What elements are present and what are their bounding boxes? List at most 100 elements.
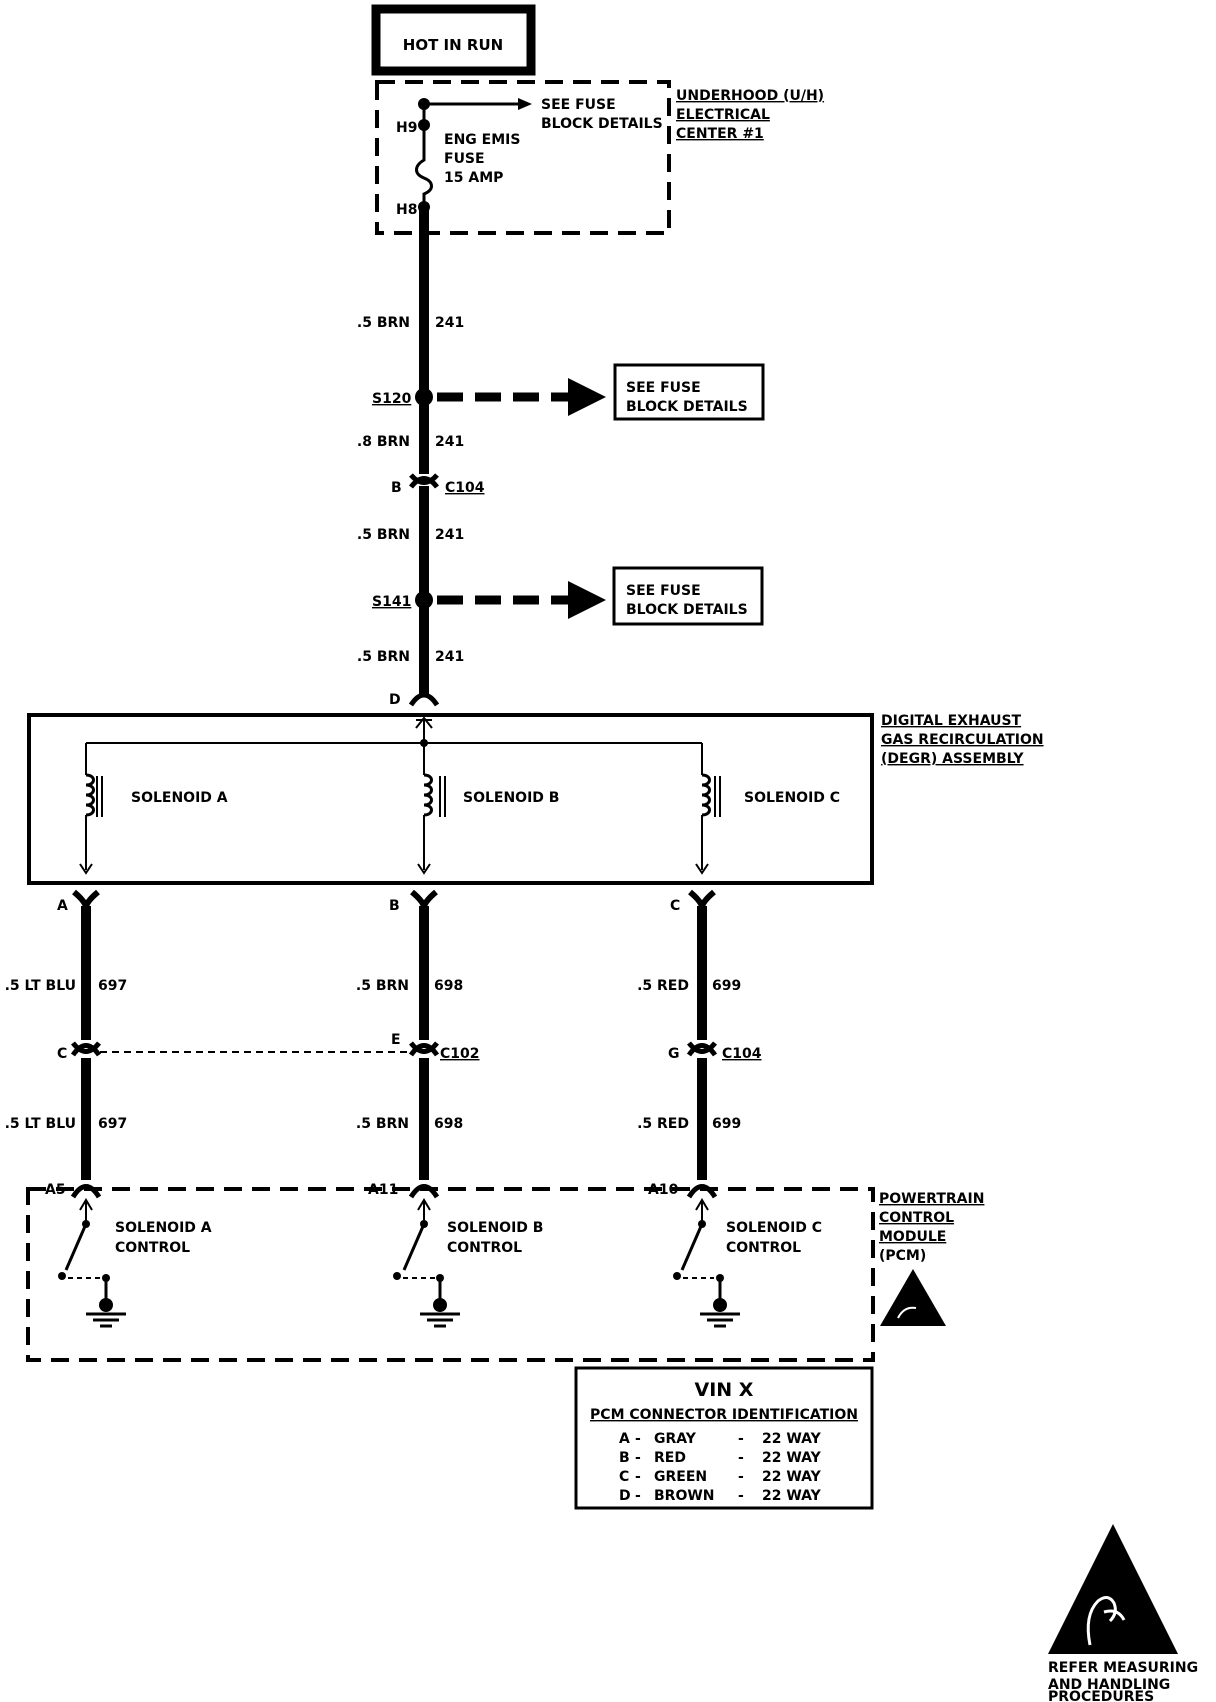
vin-row-a-letter: A	[619, 1431, 630, 1447]
solenoid-b-control-2: CONTROL	[447, 1240, 522, 1256]
wire4-gauge: .5 BRN	[357, 649, 410, 665]
svg-text:-: -	[738, 1488, 744, 1504]
pin-h8-label: H8	[396, 202, 417, 218]
connector-c104-main: B C104	[391, 473, 485, 496]
branch-c-upper-circuit: 699	[712, 978, 741, 994]
svg-text:-: -	[635, 1450, 641, 1466]
uh-center-name-2: ELECTRICAL	[676, 107, 770, 123]
pcm-module: POWERTRAIN CONTROL MODULE (PCM) SOLENOID…	[26, 1187, 984, 1362]
degr-assembly: DIGITAL EXHAUST GAS RECIRCULATION (DEGR)…	[27, 713, 1044, 885]
branch-c-conn-name: C104	[722, 1046, 762, 1062]
svg-text:-: -	[738, 1469, 744, 1485]
pcm-name-2: CONTROL	[879, 1210, 954, 1226]
uh-fuse-ref-1: SEE FUSE	[541, 97, 616, 113]
vin-row-b-color: RED	[654, 1450, 686, 1466]
esd-notice-1: REFER MEASURING	[1048, 1660, 1198, 1676]
splice-s120-label: S120	[372, 391, 412, 407]
uh-fuse-ref-2: BLOCK DETAILS	[541, 116, 663, 132]
pcm-name-1: POWERTRAIN	[879, 1191, 984, 1207]
solenoid-a-control-switch: SOLENOID A CONTROL	[58, 1198, 212, 1328]
branch-c-lower-circuit: 699	[712, 1116, 741, 1132]
branch-connectors	[70, 1041, 718, 1057]
s141-ref-1: SEE FUSE	[626, 583, 701, 599]
svg-text:-: -	[635, 1488, 641, 1504]
splice-s120: S120 SEE FUSE BLOCK DETAILS	[372, 363, 765, 421]
esd-large-icon	[1048, 1524, 1178, 1654]
solenoid-b-control-1: SOLENOID B	[447, 1220, 543, 1236]
degr-output-connectors: A B C	[57, 889, 716, 914]
vin-row-c-ways: 22 WAY	[762, 1469, 822, 1485]
branch-wires	[81, 906, 707, 1180]
esd-warning-icon	[880, 1269, 946, 1326]
branch-b-lower-circuit: 698	[434, 1116, 463, 1132]
svg-text:-: -	[635, 1431, 641, 1447]
vin-connector-table: VIN X PCM CONNECTOR IDENTIFICATION A - G…	[574, 1366, 874, 1510]
wire1-circuit: 241	[435, 315, 464, 331]
branch-a-upper-circuit: 697	[98, 978, 127, 994]
wire4-circuit: 241	[435, 649, 464, 665]
vin-row-c-color: GREEN	[654, 1469, 707, 1485]
degr-out-pin-c: C	[670, 898, 680, 914]
wire1-gauge: .5 BRN	[357, 315, 410, 331]
branch-b-conn-pin: E	[391, 1032, 401, 1048]
solenoid-a: SOLENOID A	[79, 743, 228, 875]
uh-center-name-3: CENTER #1	[676, 126, 764, 142]
branch-b-upper-gauge: .5 BRN	[356, 978, 409, 994]
esd-notice: REFER MEASURING AND HANDLING PROCEDURES	[1048, 1524, 1198, 1702]
degr-name-3: (DEGR) ASSEMBLY	[881, 751, 1024, 767]
vin-row-a-ways: 22 WAY	[762, 1431, 822, 1447]
wire2-gauge: .8 BRN	[357, 434, 410, 450]
degr-out-pin-a: A	[57, 898, 68, 914]
branch-a-upper-gauge: .5 LT BLU	[5, 978, 76, 994]
vin-subtitle: PCM CONNECTOR IDENTIFICATION	[590, 1407, 858, 1423]
esd-notice-2: AND HANDLING	[1048, 1677, 1170, 1693]
uh-center-name-1: UNDERHOOD (U/H)	[676, 88, 824, 104]
fuse-symbol	[415, 125, 433, 207]
degr-out-pin-b: B	[389, 898, 400, 914]
c104-pin-b: B	[391, 480, 402, 496]
svg-text:-: -	[738, 1450, 744, 1466]
fuse-line-2: FUSE	[444, 151, 485, 167]
vin-row-b-ways: 22 WAY	[762, 1450, 822, 1466]
solenoid-b-label: SOLENOID B	[463, 790, 559, 806]
branch-b-upper-circuit: 698	[434, 978, 463, 994]
branch-b-lower-gauge: .5 BRN	[356, 1116, 409, 1132]
solenoid-b: SOLENOID B	[417, 743, 559, 875]
s120-ref-1: SEE FUSE	[626, 380, 701, 396]
vin-title: VIN X	[695, 1379, 754, 1401]
pcm-pin-a11: A11	[368, 1182, 398, 1198]
vin-row-d-letter: D	[619, 1488, 631, 1504]
branch-c-lower-gauge: .5 RED	[637, 1116, 689, 1132]
solenoid-c: SOLENOID C	[695, 743, 840, 875]
vin-row-d-ways: 22 WAY	[762, 1488, 822, 1504]
splice-s141-label: S141	[372, 594, 411, 610]
pcm-name-3: MODULE	[879, 1229, 946, 1245]
degr-name-1: DIGITAL EXHAUST	[881, 713, 1022, 729]
solenoid-a-label: SOLENOID A	[131, 790, 228, 806]
c104-label: C104	[445, 480, 485, 496]
pcm-pin-a10: A10	[648, 1182, 679, 1198]
vin-row-a-color: GRAY	[654, 1431, 697, 1447]
wire3-circuit: 241	[435, 527, 464, 543]
vin-row-b-letter: B	[619, 1450, 630, 1466]
hot-in-run-box: HOT IN RUN	[371, 4, 536, 76]
branch-a-conn-pin: C	[57, 1046, 67, 1062]
degr-name-2: GAS RECIRCULATION	[881, 732, 1044, 748]
degr-pin-d: D	[389, 692, 401, 708]
pin-h9-label: H9	[396, 120, 417, 136]
wire2-circuit: 241	[435, 434, 464, 450]
vin-row-c-letter: C	[619, 1469, 629, 1485]
branch-c-conn-pin: G	[668, 1046, 680, 1062]
solenoid-c-control-switch: SOLENOID C CONTROL	[673, 1198, 822, 1328]
solenoid-a-control-1: SOLENOID A	[115, 1220, 212, 1236]
solenoid-a-control-2: CONTROL	[115, 1240, 190, 1256]
svg-text:-: -	[738, 1431, 744, 1447]
solenoid-c-label: SOLENOID C	[744, 790, 840, 806]
branch-a-lower-circuit: 697	[98, 1116, 127, 1132]
branch-c-upper-gauge: .5 RED	[637, 978, 689, 994]
underhood-electrical-center: UNDERHOOD (U/H) ELECTRICAL CENTER #1 SEE…	[375, 80, 824, 235]
s141-ref-2: BLOCK DETAILS	[626, 602, 748, 618]
branch-b-conn-name: C102	[440, 1046, 480, 1062]
solenoid-c-control-2: CONTROL	[726, 1240, 801, 1256]
